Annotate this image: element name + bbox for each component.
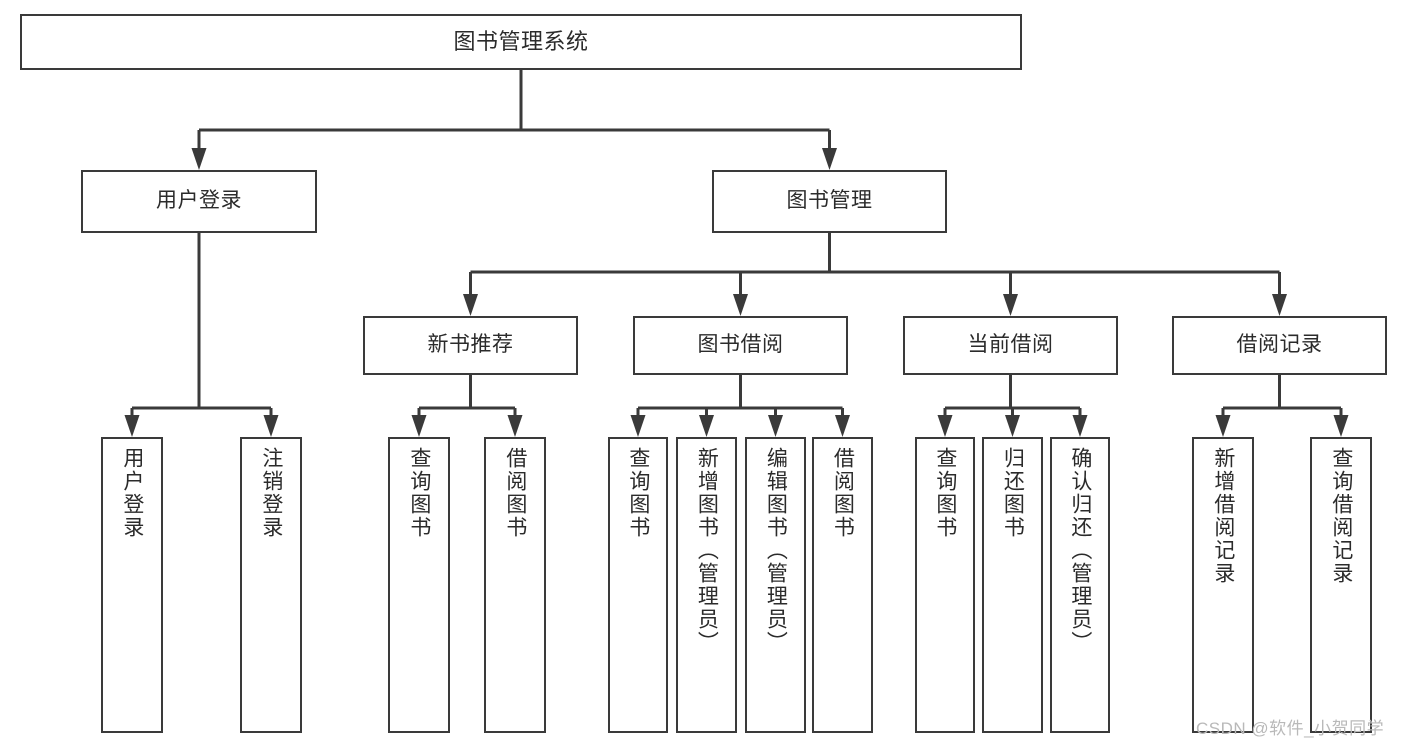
arrowhead-record (1272, 294, 1287, 316)
arrowhead-b4 (835, 415, 850, 437)
arrowhead-n2 (507, 415, 523, 437)
node-bookmgmt[interactable]: 图书管理 (712, 170, 947, 233)
node-label: 借阅图书 (831, 447, 855, 539)
node-label: 确认归还（管理员） (1068, 447, 1092, 654)
node-c3[interactable]: 确认归还（管理员） (1050, 437, 1110, 733)
arrowhead-b1 (630, 415, 646, 437)
node-label: 新书推荐 (427, 333, 514, 357)
arrowhead-n1 (411, 415, 427, 437)
node-label: 查询图书 (407, 447, 431, 539)
arrowhead-newbook (463, 294, 478, 316)
node-borrow[interactable]: 图书借阅 (633, 316, 848, 375)
arrowhead-b3 (768, 415, 783, 437)
arrowhead-login (191, 148, 207, 170)
node-l2[interactable]: 注销登录 (240, 437, 302, 733)
node-r1[interactable]: 新增借阅记录 (1192, 437, 1254, 733)
node-label: 用户登录 (156, 189, 242, 213)
node-current[interactable]: 当前借阅 (903, 316, 1118, 375)
node-label: 图书管理 (786, 189, 873, 213)
node-label: 编辑图书（管理员） (764, 447, 788, 654)
arrowhead-r1 (1215, 415, 1231, 437)
node-login[interactable]: 用户登录 (81, 170, 317, 233)
arrowhead-l1 (124, 415, 140, 437)
node-n1[interactable]: 查询图书 (388, 437, 450, 733)
node-label: 用户登录 (120, 447, 144, 539)
node-label: 查询图书 (933, 447, 957, 539)
node-b1[interactable]: 查询图书 (608, 437, 668, 733)
node-label: 图书管理系统 (453, 29, 589, 55)
node-b4[interactable]: 借阅图书 (812, 437, 873, 733)
watermark-label: CSDN @软件_小贺同学 (1196, 719, 1385, 738)
node-c1[interactable]: 查询图书 (915, 437, 975, 733)
arrowhead-bookmgmt (822, 148, 837, 170)
node-label: 注销登录 (259, 447, 283, 539)
arrowhead-b2 (699, 415, 714, 437)
arrowhead-c2 (1005, 415, 1020, 437)
node-record[interactable]: 借阅记录 (1172, 316, 1387, 375)
node-label: 查询借阅记录 (1329, 447, 1353, 585)
node-label: 归还图书 (1001, 447, 1025, 539)
node-n2[interactable]: 借阅图书 (484, 437, 546, 733)
node-label: 查询图书 (626, 447, 650, 539)
arrowhead-current (1003, 294, 1018, 316)
arrowhead-r2 (1333, 415, 1349, 437)
node-root[interactable]: 图书管理系统 (20, 14, 1022, 70)
node-label: 新增借阅记录 (1211, 447, 1235, 585)
arrowhead-c1 (937, 415, 953, 437)
arrowhead-c3 (1072, 415, 1088, 437)
arrowhead-l2 (263, 415, 279, 437)
node-newbook[interactable]: 新书推荐 (363, 316, 578, 375)
node-label: 当前借阅 (967, 333, 1054, 357)
node-l1[interactable]: 用户登录 (101, 437, 163, 733)
node-label: 借阅图书 (503, 447, 527, 539)
node-b2[interactable]: 新增图书（管理员） (676, 437, 737, 733)
node-r2[interactable]: 查询借阅记录 (1310, 437, 1372, 733)
node-c2[interactable]: 归还图书 (982, 437, 1043, 733)
node-b3[interactable]: 编辑图书（管理员） (745, 437, 806, 733)
arrowhead-borrow (733, 294, 748, 316)
node-label: 借阅记录 (1236, 333, 1323, 357)
node-label: 图书借阅 (697, 333, 784, 357)
node-label: 新增图书（管理员） (695, 447, 719, 654)
